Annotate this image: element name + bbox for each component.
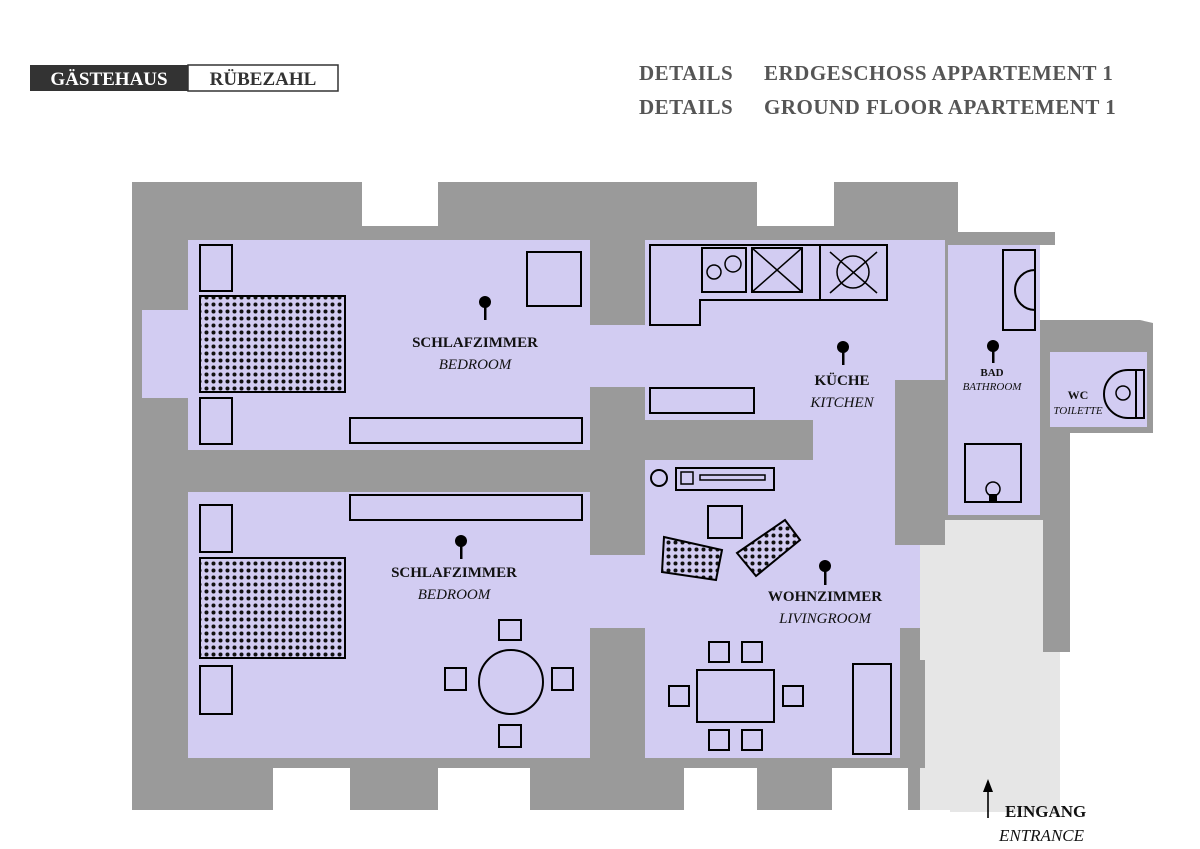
drain: [989, 494, 997, 502]
brand-right-text: RÜBEZAHL: [210, 69, 317, 90]
fridge: [819, 244, 888, 301]
label-livingroom-de: WOHNZIMMER: [768, 589, 882, 605]
room-labels: SCHLAFZIMMER BEDROOM KÜCHE KITCHEN BAD B…: [391, 335, 1103, 627]
dining-table: [696, 669, 775, 723]
floor-bedroom2-living: [188, 460, 920, 758]
label-bedroom1-en: BEDROOM: [439, 357, 513, 373]
hob-ring-small: [706, 264, 722, 280]
location-pin-icon: [455, 535, 467, 559]
location-pin-icon: [837, 341, 849, 365]
nightstand-2-top: [199, 504, 233, 553]
interior-wall: [895, 380, 945, 545]
armchair-left: [660, 535, 724, 582]
label-bedroom1-de: SCHLAFZIMMER: [412, 335, 538, 351]
brand-light-box: [187, 64, 339, 92]
nightstand-top: [199, 244, 233, 292]
round-table: [478, 649, 544, 715]
floor-toilet: [1050, 352, 1147, 427]
wardrobe-2: [349, 494, 583, 521]
title-line1-prefix: DETAILS: [639, 61, 733, 85]
bathroom-furniture: [964, 249, 1036, 503]
room-markers: [455, 296, 999, 585]
label-bathroom-en: BATHROOM: [963, 381, 1023, 393]
page-title: DETAILS ERDGESCHOSS APPARTEMENT 1 DETAIL…: [639, 61, 1116, 119]
bed-2: [199, 557, 346, 659]
title-line2-prefix: DETAILS: [639, 95, 733, 119]
label-entrance-en: ENTRANCE: [998, 826, 1085, 845]
location-pin-icon: [819, 560, 831, 585]
toilet-bowl: [1103, 369, 1137, 419]
label-bedroom2-de: SCHLAFZIMMER: [391, 565, 517, 581]
label-bedroom2-en: BEDROOM: [418, 587, 492, 603]
title-line1-text: ERDGESCHOSS APPARTEMENT 1: [764, 61, 1113, 85]
label-entrance-de: EINGANG: [1005, 802, 1086, 821]
nightstand-bottom: [199, 397, 233, 445]
label-livingroom-en: LIVINGROOM: [778, 611, 872, 627]
coffee-table: [707, 505, 743, 539]
armchair-right: [735, 518, 802, 578]
title-line2-text: GROUND FLOOR APARTEMENT 1: [764, 95, 1116, 119]
room-floors: [142, 240, 1147, 758]
wardrobe-1: [349, 417, 583, 444]
entrance-area: [920, 520, 1060, 812]
bedroom1-furniture: [199, 244, 583, 445]
bedroom2-furniture: [199, 494, 583, 748]
brand-logo: GÄSTEHAUS RÜBEZAHL: [30, 64, 339, 92]
nightstand-2-bottom: [199, 665, 233, 715]
livingroom-furniture: [650, 467, 892, 755]
entrance-marker: EINGANG ENTRANCE: [983, 779, 1086, 845]
brand-left-text: GÄSTEHAUS: [50, 69, 167, 90]
toilet-fixture: [1103, 369, 1145, 419]
bed-1: [199, 295, 346, 393]
label-bathroom-de: BAD: [980, 367, 1003, 379]
location-pin-icon: [987, 340, 999, 363]
washbasin: [1002, 249, 1036, 331]
label-kitchen-en: KITCHEN: [809, 395, 874, 411]
arrow-up-icon: [983, 779, 993, 818]
location-pin-icon: [479, 296, 491, 320]
tv-stand: [675, 467, 775, 491]
armchair: [526, 251, 582, 307]
sink: [751, 247, 803, 293]
entrance-wall: [900, 628, 925, 768]
kitchen-furniture: [649, 244, 888, 414]
label-kitchen-de: KÜCHE: [814, 372, 869, 389]
hob-ring-large: [724, 255, 742, 273]
label-toilet-en: TOILETTE: [1053, 405, 1103, 417]
label-toilet-de: WC: [1068, 388, 1089, 402]
plant-pot: [650, 469, 668, 487]
brand-dark-box: [30, 65, 188, 91]
kitchen-shelf: [649, 387, 755, 414]
floor-bathroom: [948, 245, 1040, 515]
sideboard: [852, 663, 892, 755]
hob: [701, 247, 747, 293]
